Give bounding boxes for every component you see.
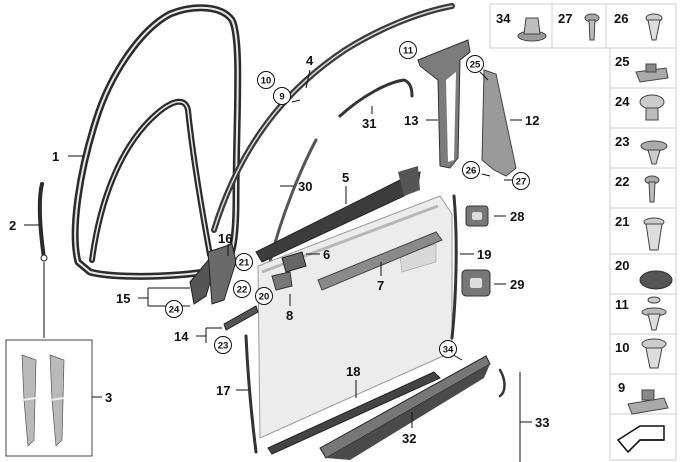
panel-label-27: 27 — [558, 11, 572, 26]
grommet-29 — [461, 269, 491, 297]
seal-17 — [244, 334, 258, 454]
circled-callouts: 10 9 11 25 26 27 21 22 — [165, 41, 530, 358]
circle-callout-22: 22 — [233, 280, 251, 298]
callout-3: 3 — [105, 390, 112, 405]
circle-callout-24: 24 — [165, 300, 183, 318]
panel-label-26: 26 — [614, 11, 628, 26]
callout-19: 19 — [477, 247, 491, 262]
callout-16: 16 — [218, 231, 232, 246]
callout-13: 13 — [404, 113, 418, 128]
circle-callout-26: 26 — [462, 161, 480, 179]
svg-text:11: 11 — [403, 46, 414, 57]
fastener-34-icon — [517, 17, 547, 42]
svg-text:21: 21 — [239, 258, 250, 269]
leader-lines — [24, 69, 532, 462]
panel-label-23: 23 — [615, 134, 629, 149]
callout-14: 14 — [174, 329, 189, 344]
fastener-25-icon — [635, 63, 669, 83]
panel-label-24: 24 — [615, 94, 630, 109]
strip-14 — [223, 305, 259, 331]
callout-6: 6 — [323, 247, 330, 262]
fastener-22-icon — [644, 175, 660, 203]
sill-seal-18 — [267, 371, 441, 455]
bracket-8 — [271, 271, 293, 291]
callout-32: 32 — [402, 431, 416, 446]
window-frame-13 — [417, 39, 471, 169]
svg-text:24: 24 — [169, 305, 180, 316]
circle-callout-27: 27 — [512, 172, 530, 190]
callout-numbers: 1 2 3 4 5 6 7 8 12 13 14 15 16 17 18 19 … — [9, 53, 549, 446]
circle-callout-34: 34 — [439, 340, 457, 358]
plug-20-icon — [639, 270, 673, 290]
direction-arrow-icon — [616, 425, 665, 454]
callout-18: 18 — [346, 364, 360, 379]
svg-text:9: 9 — [279, 92, 284, 103]
trim-31 — [338, 78, 414, 118]
fastener-9-icon — [627, 389, 669, 415]
grommet-28 — [465, 205, 489, 227]
panel-label-9: 9 — [618, 380, 625, 395]
panel-label-34: 34 — [496, 11, 511, 26]
callout-5: 5 — [342, 170, 349, 185]
fastener-panel: 34 27 26 25 24 23 — [489, 3, 677, 461]
panel-label-25: 25 — [615, 54, 629, 69]
brackets-16 — [189, 243, 237, 305]
panel-label-21: 21 — [615, 214, 629, 229]
svg-text:27: 27 — [516, 177, 527, 188]
callout-8: 8 — [286, 308, 293, 323]
fastener-11-icon — [641, 296, 667, 331]
panel-label-10: 10 — [615, 340, 629, 355]
fastener-27-icon — [584, 13, 600, 41]
circle-callout-25: 25 — [466, 55, 484, 73]
circle-callout-21: 21 — [235, 253, 253, 271]
circle-callout-20: 20 — [255, 287, 273, 305]
rail-5 — [255, 166, 421, 263]
svg-text:22: 22 — [237, 285, 248, 296]
door-seal-1 — [71, 4, 242, 280]
clip-6 — [281, 251, 307, 273]
callout-17: 17 — [216, 383, 230, 398]
callout-30: 30 — [298, 179, 312, 194]
callout-1: 1 — [52, 149, 59, 164]
sill-trim-32 — [319, 355, 491, 460]
circle-callout-9: 9 — [273, 87, 291, 105]
pillar-trim-12 — [481, 69, 517, 177]
callout-28: 28 — [510, 209, 524, 224]
door-strip-7 — [317, 231, 443, 291]
fastener-21-icon — [643, 217, 665, 251]
callout-33: 33 — [535, 415, 549, 430]
circle-callout-23: 23 — [214, 336, 232, 354]
svg-text:25: 25 — [470, 60, 481, 71]
seal-19 — [450, 194, 458, 340]
fastener-24-icon — [639, 94, 665, 121]
circle-callout-11: 11 — [399, 41, 417, 59]
svg-text:20: 20 — [259, 292, 270, 303]
svg-text:26: 26 — [466, 166, 477, 177]
fastener-10-icon — [641, 338, 667, 369]
svg-text:34: 34 — [443, 345, 454, 356]
panel-label-20: 20 — [615, 258, 629, 273]
callout-31: 31 — [362, 116, 376, 131]
roof-trim-4 — [211, 3, 455, 233]
callout-15: 15 — [116, 291, 130, 306]
callout-2: 2 — [9, 218, 16, 233]
svg-text:10: 10 — [261, 76, 272, 87]
fastener-23-icon — [640, 140, 668, 165]
callout-29: 29 — [510, 277, 524, 292]
trim-33 — [498, 368, 506, 398]
panel-label-22: 22 — [615, 174, 629, 189]
seal-strip-2 — [37, 182, 48, 262]
fastener-26-icon — [645, 13, 663, 41]
callout-4: 4 — [306, 53, 314, 68]
callout-7: 7 — [377, 278, 384, 293]
detail-box-3 — [5, 339, 93, 457]
panel-label-11: 11 — [615, 297, 629, 312]
circle-callout-10: 10 — [257, 71, 275, 89]
callout-12: 12 — [525, 113, 539, 128]
svg-text:23: 23 — [218, 341, 229, 352]
